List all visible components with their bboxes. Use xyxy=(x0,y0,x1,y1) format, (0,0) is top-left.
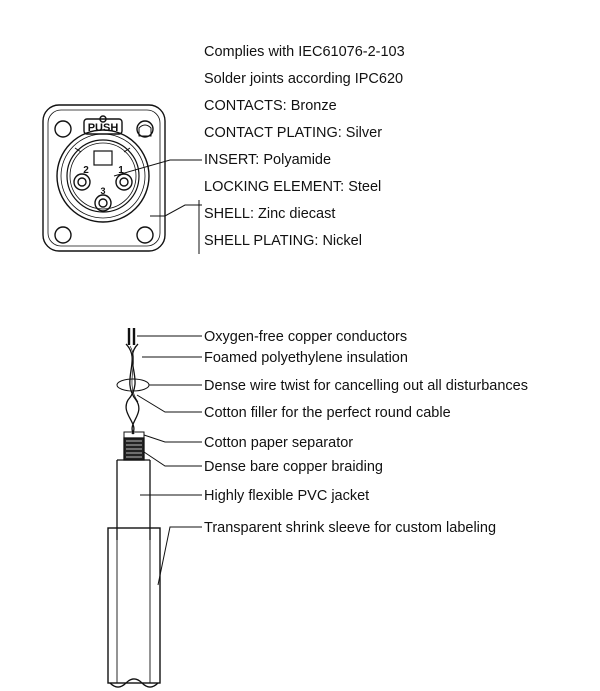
shrink-sleeve xyxy=(107,527,161,684)
layer-separator: Cotton paper separator xyxy=(204,435,354,451)
connector-shell xyxy=(56,129,150,223)
layer-shrink-sleeve: Transparent shrink sleeve for custom lab… xyxy=(204,520,497,536)
mounting-hole xyxy=(54,226,72,244)
connector-insert xyxy=(66,139,140,213)
connector-flange xyxy=(42,104,166,252)
mounting-hole xyxy=(54,120,72,138)
layer-jacket: Highly flexible PVC jacket xyxy=(204,488,370,504)
spec-standard: Complies with IEC61076-2-103 xyxy=(204,44,405,60)
spec-insert: INSERT: Polyamide xyxy=(204,152,332,168)
layer-insulation: Foamed polyethylene insulation xyxy=(204,350,408,366)
layer-wire-twist: Dense wire twist for cancelling out all … xyxy=(204,378,528,394)
mounting-hole xyxy=(136,120,154,138)
layer-conductors: Oxygen-free copper conductors xyxy=(204,329,408,345)
contact-pin-3 xyxy=(94,194,112,212)
spec-locking-element: LOCKING ELEMENT: Steel xyxy=(204,179,382,195)
spec-contacts: CONTACTS: Bronze xyxy=(204,98,337,114)
mounting-hole xyxy=(136,226,154,244)
pvc-jacket xyxy=(116,460,151,540)
push-label: PUSH xyxy=(88,122,119,134)
spec-shell: SHELL: Zinc diecast xyxy=(204,206,336,222)
pin-number-3: 3 xyxy=(100,186,105,196)
pin-number-1: 1 xyxy=(118,165,124,176)
spec-solder-joints: Solder joints according IPC620 xyxy=(204,71,404,87)
pin-number-2: 2 xyxy=(83,165,89,176)
layer-braiding: Dense bare copper braiding xyxy=(204,459,383,475)
layer-filler: Cotton filler for the perfect round cabl… xyxy=(204,405,451,421)
spec-shell-plating: SHELL PLATING: Nickel xyxy=(204,233,362,249)
contact-pin-2 xyxy=(73,173,91,191)
contact-pin-1 xyxy=(115,173,133,191)
spec-contact-plating: CONTACT PLATING: Silver xyxy=(204,125,383,141)
twist-ellipse xyxy=(116,378,150,392)
